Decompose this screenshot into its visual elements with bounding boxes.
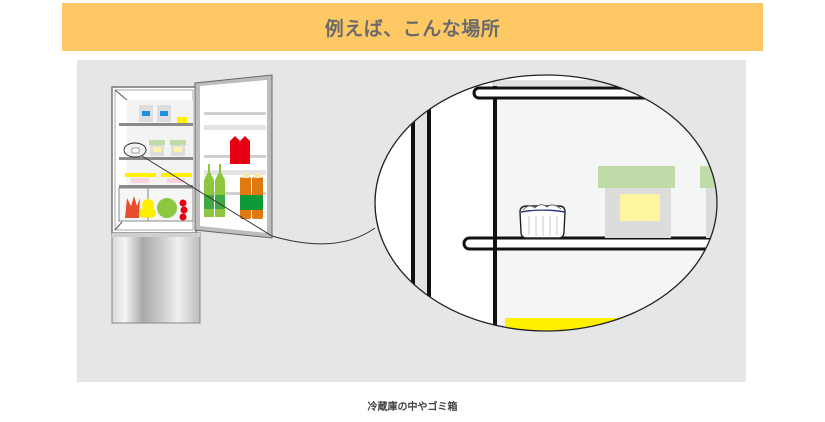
header-banner: 例えば、こんな場所 xyxy=(62,3,763,51)
deodorizer-cup-icon xyxy=(519,204,566,239)
refrigerator-illustration xyxy=(111,74,718,332)
caption: 冷蔵庫の中やゴミ箱 xyxy=(367,402,458,413)
illustration-panel xyxy=(77,60,746,382)
connector-line xyxy=(141,155,376,245)
page-title: 例えば、こんな場所 xyxy=(324,17,501,40)
fridge xyxy=(111,74,273,324)
magnified-view xyxy=(374,74,718,332)
